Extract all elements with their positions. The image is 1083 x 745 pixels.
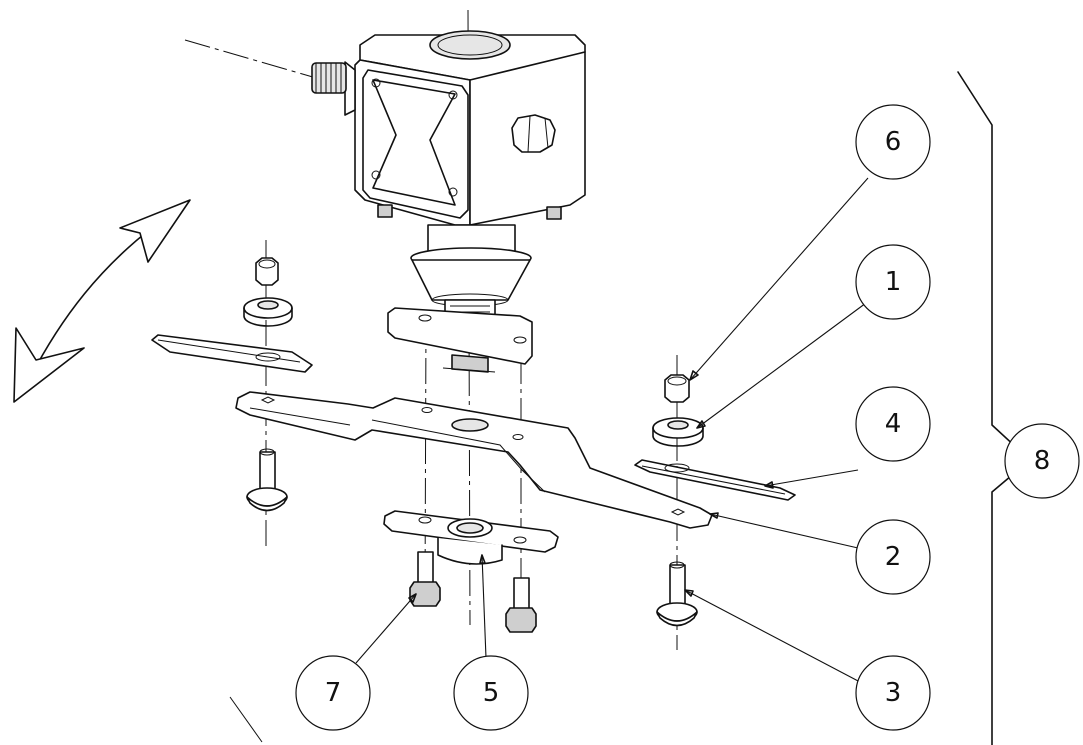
arrowhead-upper [119,199,191,263]
right-locknut [664,374,690,403]
upper-plate-body [387,307,533,365]
callout-label-4: 4 [885,409,902,439]
callout-1: 1 [855,244,931,320]
center-hole [451,418,489,432]
assembly-brace [957,71,1031,745]
callout-6: 6 [855,104,931,180]
gearbox-bottom-nut [546,206,562,220]
left-fastener-set [243,257,293,327]
callout-3: 3 [855,655,931,731]
leader-4 [764,469,859,487]
callout-5: 5 [453,655,529,731]
input-shaft-collar [344,61,356,116]
gearbox-assembly [311,30,586,323]
left-bolt-shank [259,451,276,493]
callout-label-1: 1 [885,267,902,297]
shaft-nut [451,354,489,373]
right-blade [634,459,796,501]
callout-label-6: 6 [885,127,902,157]
callout-label-7: 7 [325,678,342,708]
plate-hex-bolt-right [505,577,537,633]
callout-label-3: 3 [885,678,902,708]
leader-2 [709,513,859,549]
leader-lines [355,177,869,683]
square-hole [670,508,686,516]
leader-5 [481,554,487,659]
left-blade [151,334,313,373]
callout-7: 7 [295,655,371,731]
cover-screw [371,170,381,180]
callout-4: 4 [855,386,931,462]
arrowhead-lower [13,327,85,403]
lower-clamp-plate [383,510,559,565]
cover-plate-cutout [372,79,456,206]
leader-6 [689,177,869,381]
right-bolt-shank [669,564,686,608]
cover-screw [448,90,458,100]
blade-carrier-body [235,391,713,529]
blade-carrier-bar [235,391,713,529]
lower-plate-hub [437,537,503,565]
callout-label-8: 8 [1034,446,1051,476]
callout-8: 8 [1004,423,1080,499]
upper-mounting-plate [387,307,533,373]
gearbox-cover-plate [362,69,469,219]
square-hole [260,396,276,404]
right-blade-bolt [656,561,698,627]
leader-3 [684,589,861,683]
callout-label-5: 5 [483,678,500,708]
right-fastener-set [652,374,704,447]
leader-7 [355,593,417,664]
drain-plug [511,114,556,153]
gearbox-top-boss [429,30,511,60]
left-locknut [255,257,279,286]
callout-2: 2 [855,519,931,595]
rotation-direction-arrow [13,199,191,403]
left-blade-body [151,334,313,373]
leader-1 [696,302,867,429]
cover-screw [371,78,381,88]
callout-label-2: 2 [885,542,902,572]
left-blade-bolt [246,448,288,512]
gearbox-bottom-nut [377,204,393,218]
left-plate-bolt-axis [424,317,427,601]
cover-screw [448,187,458,197]
plate-hex-bolt-left [409,551,441,607]
construction-line [229,696,263,743]
assembly-bracket [957,71,1031,745]
